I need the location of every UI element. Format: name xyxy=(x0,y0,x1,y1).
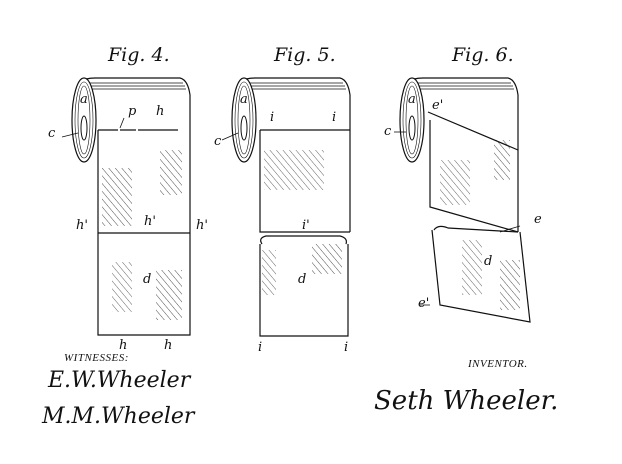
fig4-label-h-prime-right: h' xyxy=(196,218,208,233)
fig6-title: Fig. 6. xyxy=(452,44,514,66)
fig5-label-i-right: i xyxy=(332,110,337,125)
fig6-label-d: d xyxy=(484,254,493,269)
fig6-label-a: a xyxy=(408,92,416,107)
fig5-label-c: c xyxy=(214,134,222,149)
fig5-label-i-bottom-right: i xyxy=(344,340,349,355)
inventor-signature: Seth Wheeler. xyxy=(374,386,559,416)
fig4-label-h-prime-mid: h' xyxy=(144,214,156,229)
fig4-label-h-prime-left: h' xyxy=(76,218,88,233)
fig4-title: Fig. 4. xyxy=(108,44,170,66)
fig5-label-i-left: i xyxy=(270,110,275,125)
fig5-label-d: d xyxy=(298,272,307,287)
fig6-drawing xyxy=(399,77,531,323)
fig4-label-c: c xyxy=(48,126,56,141)
fig5-label-a: a xyxy=(240,92,248,107)
fig4-label-d: d xyxy=(143,272,152,287)
fig4-label-h-bottom-right: h xyxy=(164,338,173,353)
fig5-drawing xyxy=(231,77,351,337)
fig5-title: Fig. 5. xyxy=(274,44,336,66)
fig5-label-i-bottom-left: i xyxy=(258,340,263,355)
fig4-drawing xyxy=(71,77,191,336)
fig4-label-a: a xyxy=(80,92,88,107)
fig4-label-p: p xyxy=(128,104,137,119)
fig6-label-c: c xyxy=(384,124,392,139)
fig4-label-h-top: h xyxy=(156,104,165,119)
fig6-label-e-prime-bottom: e' xyxy=(418,296,430,311)
fig6-label-e-prime-top: e' xyxy=(432,98,444,113)
fig6-label-e: e xyxy=(534,212,542,227)
fig5-label-i-prime: i' xyxy=(302,218,310,233)
inventor-heading: INVENTOR. xyxy=(468,358,528,370)
witness-signature-2: M.M.Wheeler xyxy=(42,404,195,429)
fig4-label-h-bottom-left: h xyxy=(119,338,128,353)
witness-signature-1: E.W.Wheeler xyxy=(48,368,191,393)
witnesses-heading: WITNESSES: xyxy=(64,352,129,364)
leader-lines xyxy=(61,117,521,306)
